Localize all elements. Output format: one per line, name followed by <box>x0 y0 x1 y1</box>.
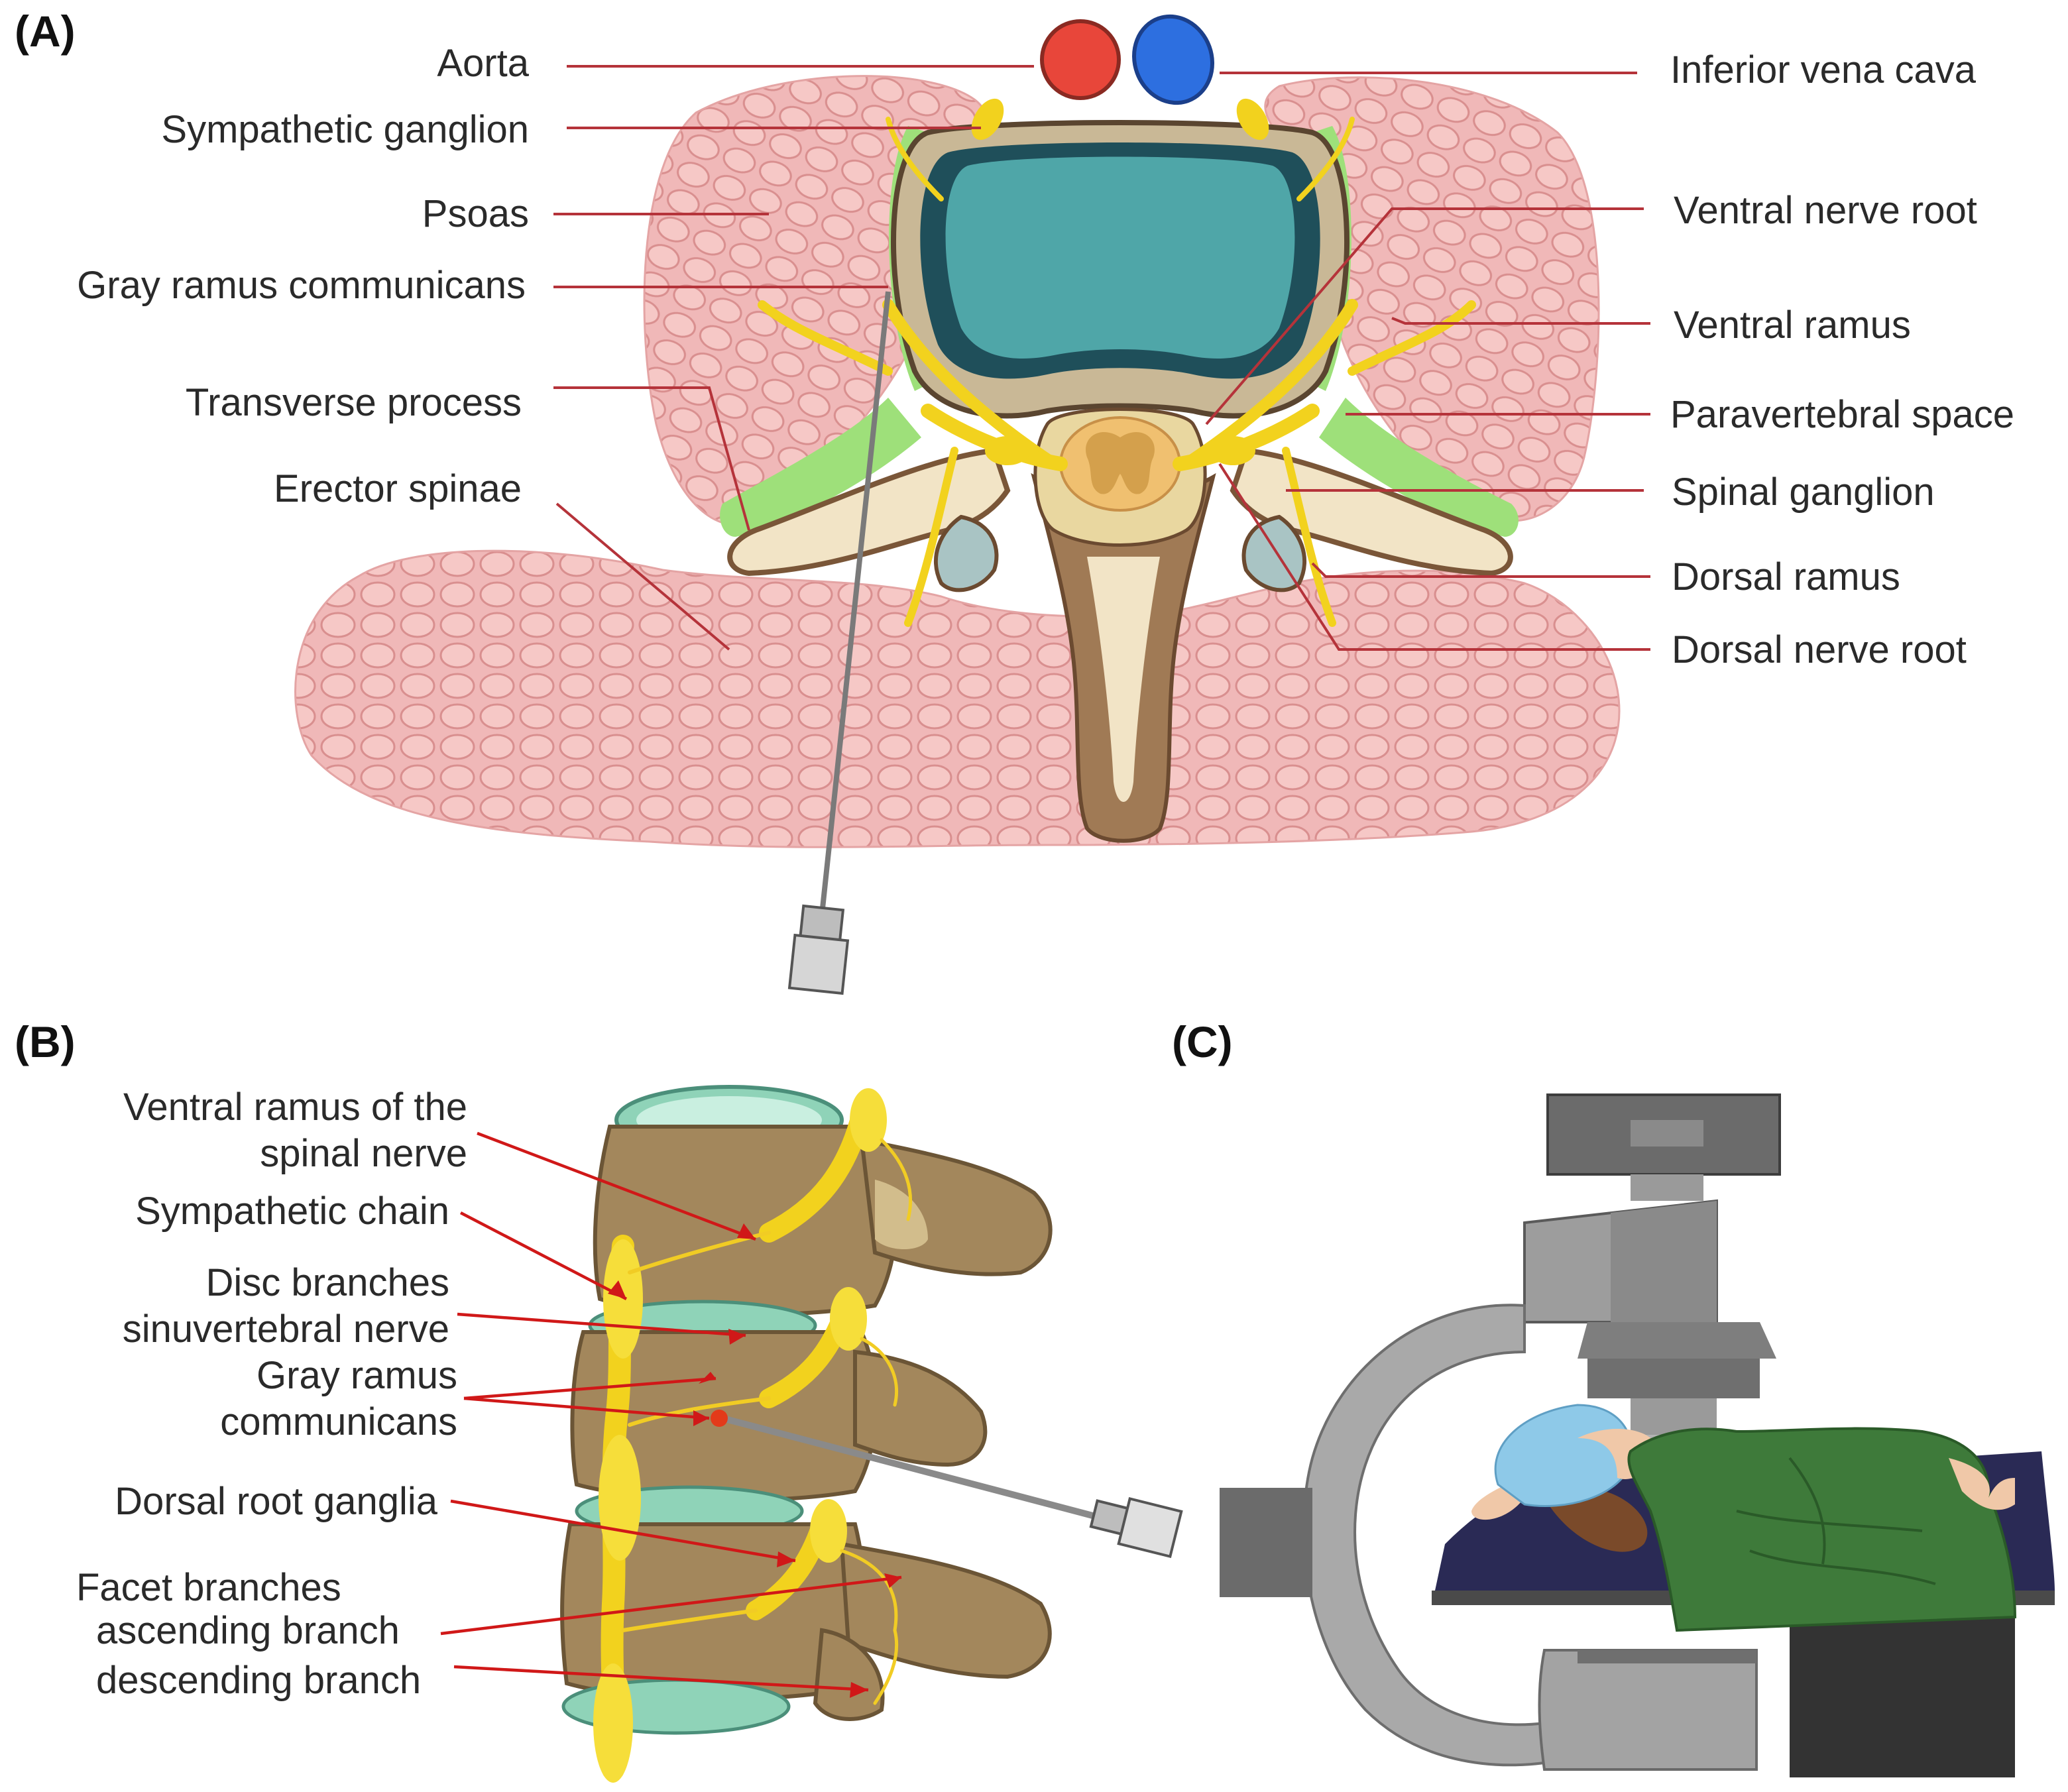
label-dorsal-ramus: Dorsal ramus <box>1672 555 1900 598</box>
label-erector-spinae: Erector spinae <box>274 467 522 510</box>
panel-b: (B) <box>15 1017 1183 1783</box>
label-sympathetic-ganglion: Sympathetic ganglion <box>161 108 529 151</box>
label-sympathetic-chain: Sympathetic chain <box>135 1190 449 1233</box>
c-arm-side-block <box>1220 1488 1312 1597</box>
panel-b-label: (B) <box>15 1017 76 1066</box>
table-base <box>1790 1605 2015 1777</box>
panel-c-label: (C) <box>1172 1017 1233 1066</box>
label-ventral-nerve-root: Ventral nerve root <box>1674 189 1977 232</box>
label-dorsal-root-ganglia: Dorsal root ganglia <box>115 1480 438 1523</box>
label-spinal-nerve: spinal nerve <box>260 1132 467 1175</box>
nerves-panel-b <box>593 1088 913 1783</box>
aorta-vessel <box>1040 19 1121 100</box>
panel-a-label: (A) <box>15 7 76 56</box>
green-drape <box>1627 1427 2017 1632</box>
label-communicans: communicans <box>220 1400 457 1443</box>
c-arm <box>1302 1304 1546 1767</box>
label-descending-branch: descending branch <box>96 1659 421 1702</box>
label-spinal-ganglion: Spinal ganglion <box>1672 471 1935 514</box>
label-gray-ramus: Gray ramus <box>257 1354 457 1397</box>
labels-a: Aorta Sympathetic ganglion Psoas Gray ra… <box>77 42 2014 671</box>
vertebra-stack <box>560 1085 1053 1735</box>
label-paravertebral-space: Paravertebral space <box>1670 393 2014 436</box>
label-transverse-process: Transverse process <box>186 381 522 424</box>
gray-matter <box>1086 431 1155 494</box>
label-psoas: Psoas <box>422 192 529 235</box>
label-ascending-branch: ascending branch <box>96 1609 400 1652</box>
leaders-b <box>440 1131 902 1698</box>
erector-spinae <box>294 549 1621 848</box>
label-facet-branches: Facet branches <box>76 1566 341 1609</box>
label-inferior-vena-cava: Inferior vena cava <box>1670 48 1977 91</box>
label-ventral-ramus-of-the: Ventral ramus of the <box>123 1086 467 1129</box>
label-ventral-ramus: Ventral ramus <box>1674 304 1911 347</box>
label-dorsal-nerve-root: Dorsal nerve root <box>1672 628 1967 671</box>
panel-a: (A) <box>15 7 2014 995</box>
facet-left <box>934 514 999 592</box>
label-gray-ramus-communicans-a: Gray ramus communicans <box>77 264 526 307</box>
nucleus <box>945 156 1295 359</box>
inferior-vena-cava-vessel <box>1132 14 1214 105</box>
label-sinuvertebral-nerve: sinuvertebral nerve <box>123 1308 449 1351</box>
nerves-panel-a <box>758 98 1476 627</box>
surgical-cap <box>1494 1404 1633 1507</box>
labels-b: Ventral ramus of the spinal nerve Sympat… <box>76 1086 467 1702</box>
label-aorta: Aorta <box>437 42 529 85</box>
needle-b <box>711 1410 1183 1559</box>
label-disc-branches: Disc branches <box>206 1261 449 1304</box>
patient <box>1471 1404 2017 1632</box>
c-arm-source <box>1538 1649 1758 1771</box>
paravertebral-space-right <box>1319 398 1519 537</box>
spinous-process-core <box>1087 557 1160 802</box>
leaders-a <box>553 65 1650 651</box>
needle-a <box>787 291 891 995</box>
panel-c: (C) <box>1172 1017 2055 1777</box>
